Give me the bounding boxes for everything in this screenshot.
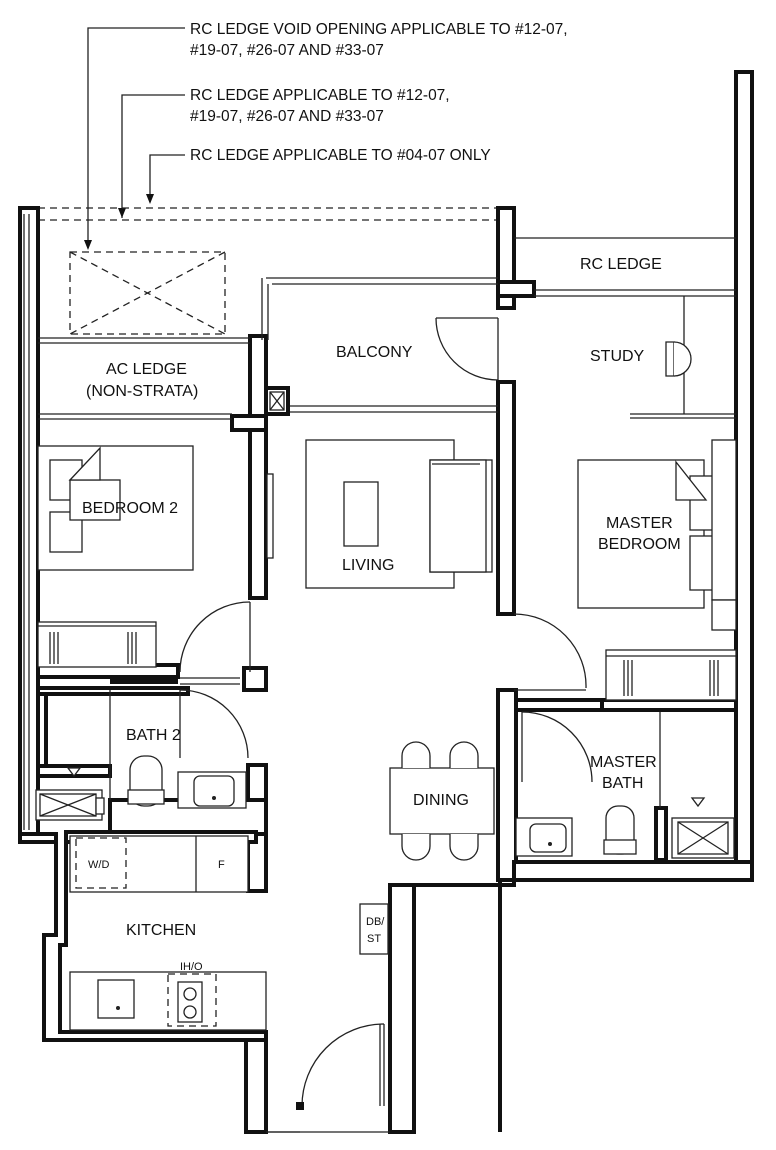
label-kitchen: KITCHEN (126, 922, 196, 939)
note-void-opening-line1: RC LEDGE VOID OPENING APPLICABLE TO #12-… (190, 21, 568, 38)
master-bath-fixtures (515, 711, 735, 859)
label-ih-o: IH/O (180, 961, 203, 973)
label-db-line1: DB/ (366, 916, 385, 928)
dining-furniture (389, 741, 495, 861)
right-wall (734, 70, 754, 882)
label-balcony: BALCONY (336, 344, 413, 361)
bedroom2-door (110, 601, 251, 685)
railings (38, 237, 736, 420)
room-labels: RC LEDGE STUDY BALCONY AC LEDGE (NON-STR… (82, 256, 681, 939)
note-rc-ledge-12-07: RC LEDGE APPLICABLE TO #12-07, #19-07, #… (118, 87, 450, 218)
label-washer-dryer: W/D (88, 859, 109, 871)
note-rc-ledge-04-07-line1: RC LEDGE APPLICABLE TO #04-07 ONLY (190, 147, 491, 164)
bath2-fixtures (35, 689, 249, 821)
dining-table (389, 767, 495, 835)
label-study: STUDY (590, 348, 645, 365)
kitchen-sink (97, 979, 135, 1019)
note-void-opening: RC LEDGE VOID OPENING APPLICABLE TO #12-… (84, 21, 568, 250)
study-furniture (630, 296, 736, 419)
label-master-bedroom-line1: MASTER (606, 515, 673, 532)
rc-ledge-dashed-band (38, 207, 498, 221)
master-bedroom-furniture (577, 439, 737, 701)
label-ac-ledge-line2: (NON-STRATA) (86, 383, 198, 400)
note-rc-ledge-line2: #19-07, #26-07 AND #33-07 (190, 108, 384, 125)
living-furniture (266, 439, 493, 589)
db-store (359, 903, 389, 955)
master-wardrobe (605, 649, 737, 701)
label-ac-ledge-line1: AC LEDGE (106, 361, 187, 378)
fixture-labels: W/D F DB/ ST IH/O (88, 859, 385, 973)
label-master-bath-line2: BATH (602, 775, 643, 792)
note-rc-ledge-04-07: RC LEDGE APPLICABLE TO #04-07 ONLY (146, 147, 491, 204)
corridor-wall (388, 883, 416, 1134)
main-door (266, 1023, 390, 1133)
column (264, 386, 290, 416)
label-fridge: F (218, 859, 225, 871)
kitchen-fixtures (69, 835, 267, 1031)
note-rc-ledge-line1: RC LEDGE APPLICABLE TO #12-07, (190, 87, 450, 104)
annotations: RC LEDGE VOID OPENING APPLICABLE TO #12-… (84, 21, 568, 250)
void-opening (69, 251, 226, 335)
label-bath2: BATH 2 (126, 727, 181, 744)
balcony-door (435, 317, 499, 381)
label-rc-ledge: RC LEDGE (580, 256, 662, 273)
label-master-bath-line1: MASTER (590, 754, 657, 771)
washer-dryer (75, 837, 127, 889)
wardrobe-2 (37, 621, 157, 668)
label-master-bedroom-line2: BEDROOM (598, 536, 681, 553)
label-living: LIVING (342, 557, 394, 574)
label-db-line2: ST (367, 933, 381, 945)
induction-hob (167, 973, 217, 1027)
label-dining: DINING (413, 792, 469, 809)
master-bedroom-door (513, 613, 587, 691)
kitchen-top-counter (69, 835, 249, 893)
note-void-opening-line2: #19-07, #26-07 AND #33-07 (190, 42, 384, 59)
dining-right-wall (496, 688, 518, 882)
bedroom2-furniture (37, 445, 194, 668)
label-bedroom2: BEDROOM 2 (82, 500, 178, 517)
